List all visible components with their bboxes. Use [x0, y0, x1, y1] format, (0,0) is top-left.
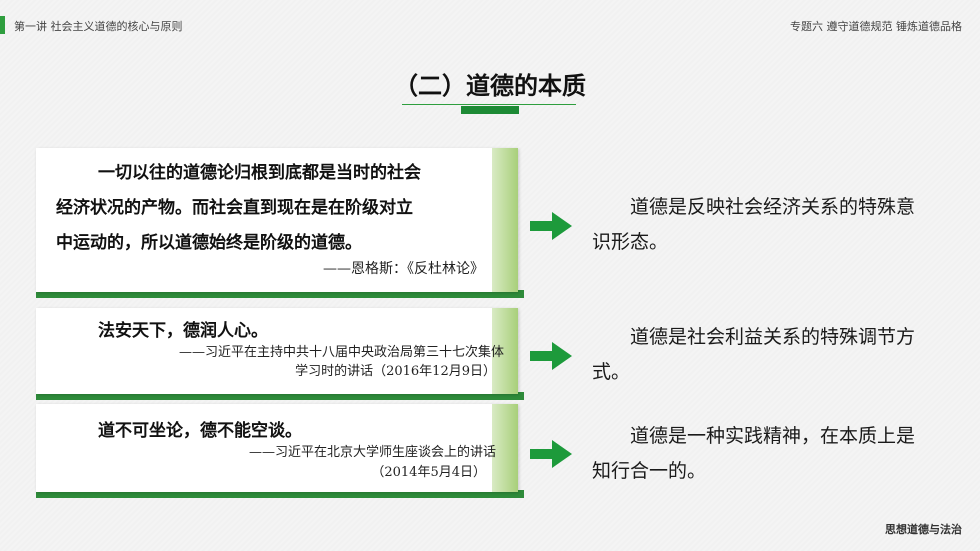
quote-line: 道不可坐论，德不能空谈。 [98, 421, 302, 441]
quote-line: 一切以往的道德论归根到底都是当时的社会 [98, 163, 421, 183]
header-right: 专题六 遵守道德规范 锤炼道德品格 [790, 20, 962, 33]
quote-source: （2014年5月4日） [371, 465, 486, 480]
title-underline [402, 104, 576, 105]
title-accent-bar [461, 106, 519, 114]
card-shadow [36, 490, 524, 498]
quote-card-2: 法安天下，德润人心。 ——习近平在主持中共十八届中央政治局第三十七次集体 学习时… [36, 308, 524, 400]
quote-card-3: 道不可坐论，德不能空谈。 ——习近平在北京大学师生座谈会上的讲话 （2014年5… [36, 404, 524, 498]
arrow-right-icon [530, 440, 574, 468]
card-fold [492, 404, 518, 492]
quote-line: 中运动的，所以道德始终是阶级的道德。 [56, 233, 362, 253]
card-body: 一切以往的道德论归根到底都是当时的社会 经济状况的产物。而社会直到现在是在阶级对… [36, 148, 518, 292]
card-fold [492, 308, 518, 394]
footer-label: 思想道德与法治 [885, 523, 962, 536]
card-body: 道不可坐论，德不能空谈。 ——习近平在北京大学师生座谈会上的讲话 （2014年5… [36, 404, 518, 492]
quote-line: 法安天下，德润人心。 [98, 321, 268, 341]
quote-card-1: 一切以往的道德论归根到底都是当时的社会 经济状况的产物。而社会直到现在是在阶级对… [36, 148, 524, 298]
description-1: 道德是反映社会经济关系的特殊意识形态。 [592, 196, 916, 253]
header-left: 第一讲 社会主义道德的核心与原则 [14, 20, 183, 33]
description-2: 道德是社会利益关系的特殊调节方式。 [592, 326, 916, 383]
arrow-right-icon [530, 212, 574, 240]
card-shadow [36, 392, 524, 400]
arrow-right-icon [530, 342, 574, 370]
quote-line: 经济状况的产物。而社会直到现在是在阶级对立 [56, 198, 413, 218]
page-title: （二）道德的本质 [394, 71, 586, 100]
card-shadow [36, 290, 524, 298]
quote-source: ——习近平在北京大学师生座谈会上的讲话 [248, 445, 496, 460]
quote-source: ——恩格斯：《反杜林论》 [323, 261, 484, 277]
header-accent-bar [0, 16, 5, 34]
quote-source: ——习近平在主持中共十八届中央政治局第三十七次集体 [178, 345, 504, 360]
card-body: 法安天下，德润人心。 ——习近平在主持中共十八届中央政治局第三十七次集体 学习时… [36, 308, 518, 394]
quote-source: 学习时的讲话（2016年12月9日） [295, 364, 496, 379]
card-fold [492, 148, 518, 292]
description-3: 道德是一种实践精神，在本质上是知行合一的。 [592, 425, 916, 482]
